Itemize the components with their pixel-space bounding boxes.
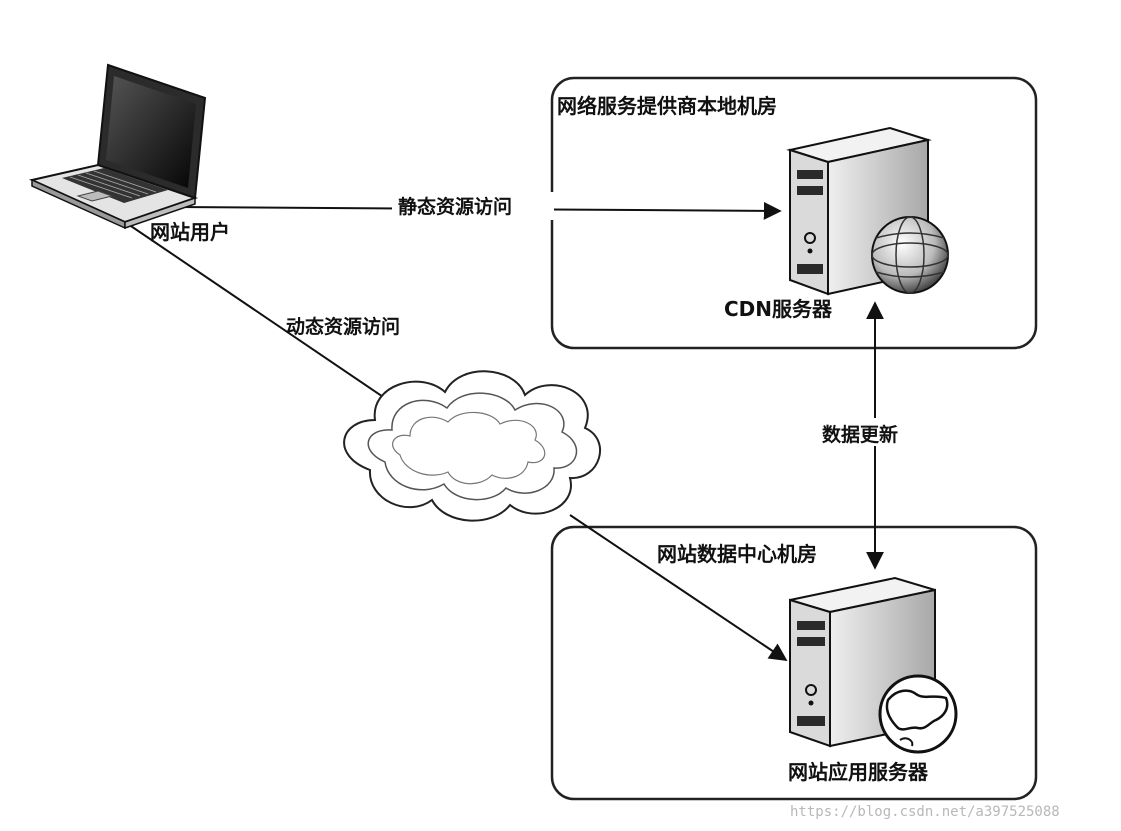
isp-room-box: 网络服务提供商本地机房 [550,76,1038,350]
watermark-text: https://blog.csdn.net/a397525088 [790,804,1060,820]
globe-icon [871,216,949,294]
datacenter-room-box: 网站数据中心机房 [550,525,1038,801]
isp-room-title: 网络服务提供商本地机房 [557,94,777,118]
world-map-globe-icon [878,674,958,754]
dynamic-access-label: 动态资源访问 [286,315,400,338]
data-update-label: 数据更新 [822,423,898,446]
user-label: 网站用户 [150,220,230,244]
datacenter-room-title: 网站数据中心机房 [657,542,817,566]
static-access-label: 静态资源访问 [398,195,512,218]
laptop-icon [28,63,207,230]
app-server-label: 网站应用服务器 [788,760,929,784]
static-access-edge: 静态资源访问 [175,192,782,220]
dynamic-access-edge: 动态资源访问 [124,221,788,662]
cdn-server-label: CDN服务器 [724,297,833,321]
cloud-icon [343,370,601,522]
data-update-edge: 数据更新 [818,301,914,570]
